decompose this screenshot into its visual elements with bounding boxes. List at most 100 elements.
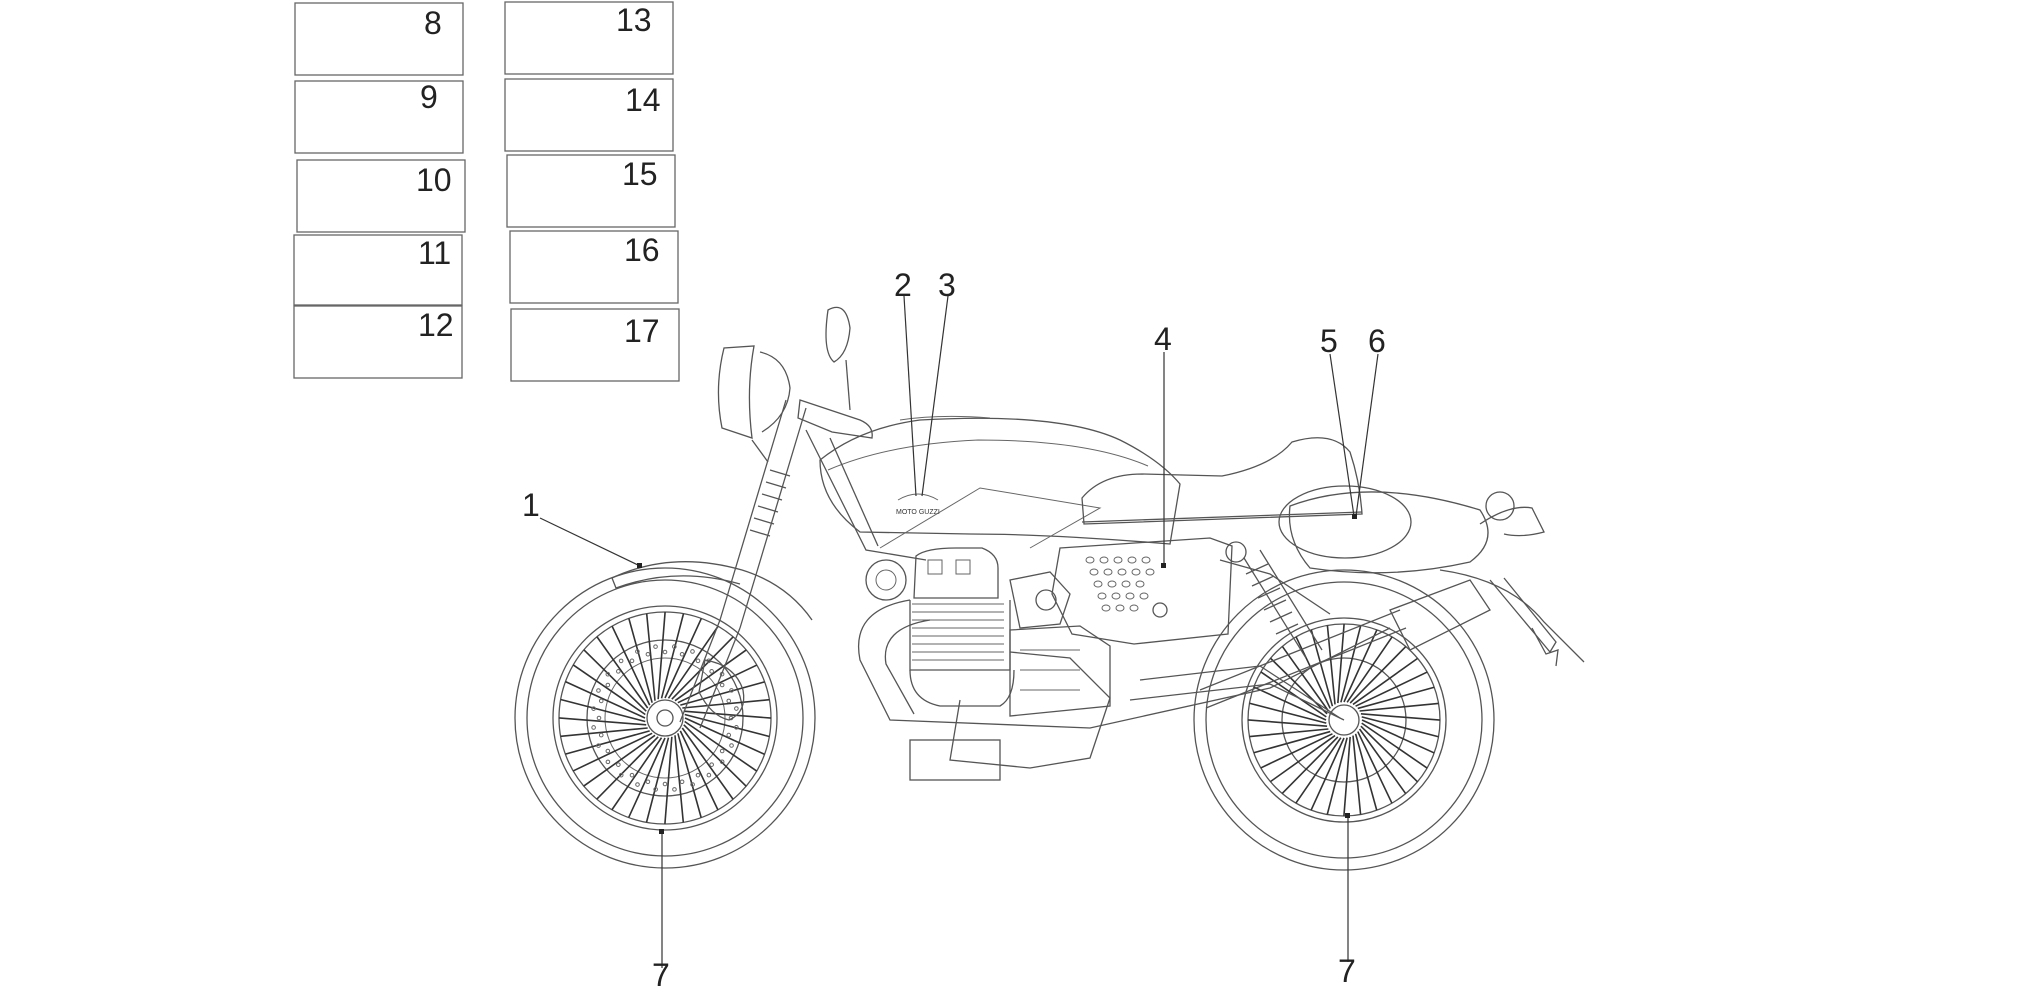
brake-disc-hole [591,725,596,730]
callout-2: 2 [894,267,912,303]
headlight [717,345,791,463]
label-box-17: 17 [510,308,680,382]
wheel-spoke [671,636,734,700]
label-box-number: 17 [624,313,660,349]
callout-7-rear: 7 [1338,953,1356,988]
label-box-grid: 8 9 10 11 12 13 14 15 [293,1,680,382]
wheel-spoke [1346,636,1393,703]
wheel-spoke [660,613,685,699]
wheel-spoke [1357,686,1435,710]
wheel-spoke [583,734,656,787]
wheel-spoke [679,730,719,811]
leader-5 [1329,353,1355,517]
wheel-spoke [1352,657,1419,706]
wheel-spoke [572,732,653,772]
label-box-16: 16 [509,230,679,304]
wheel-spoke [628,618,653,703]
side-panel-vent [1093,580,1103,588]
side-panel-vent [1099,556,1109,564]
wheel-spoke [611,625,651,706]
wheel-spoke [645,613,656,701]
brake-disc-hole [596,715,602,721]
brake-disc-hole [695,658,701,664]
wheel-spoke [1358,728,1407,795]
label-box-number: 10 [416,162,452,198]
brake-disc-hole [709,669,714,674]
brake-disc-hole [598,698,604,704]
label-box-13: 13 [504,1,674,75]
brake-disc-hole [645,779,651,785]
wheel-spoke [1357,731,1393,804]
leader-2 [903,295,917,497]
brake-disc-hole [672,787,677,792]
side-panel-vent [1125,592,1135,600]
brake-disc-hole [690,782,695,787]
front-fork [679,399,807,729]
label-box-number: 12 [418,307,454,343]
callout-7-front: 7 [652,957,670,988]
side-panel-vent [1127,556,1137,564]
callout-3: 3 [938,267,956,303]
brake-disc-hole [690,649,695,654]
side-panel-vent [1089,568,1099,576]
label-box-15: 15 [506,154,676,228]
brake-disc-hole [605,759,611,765]
wheel-spoke [1326,737,1348,815]
wheel-spoke [583,649,647,712]
label-box-9: 9 [294,79,464,154]
wheel-spoke [1247,719,1328,727]
label-box-number: 9 [420,79,438,115]
side-panel-vent [1101,604,1111,612]
side-panel-vent [1145,568,1155,576]
side-panel-vent [1113,556,1123,564]
muffler [1389,579,1491,651]
brake-disc-hole [591,706,596,711]
brake-disc-hole [719,682,725,688]
wheel-spoke [1249,728,1329,738]
wheel-spoke [565,680,646,719]
wheel-spoke [1295,737,1342,804]
side-panel-vent [1141,556,1151,564]
label-box-10: 10 [296,159,466,233]
label-box-number: 14 [625,82,661,118]
wheel-spoke [1361,722,1428,769]
brake-disc-hole [734,706,739,711]
brake-disc-hole [719,748,725,754]
brake-disc-hole [605,671,611,677]
engine [865,547,1111,781]
brake-disc-hole [729,688,734,693]
wheel-spoke [645,737,670,823]
wheel-spoke [596,736,659,800]
wheel-spoke [1253,686,1327,721]
brake-disc-hole [726,698,732,704]
brake-disc-hole [706,772,712,778]
wheel-spoke [1310,629,1334,707]
side-panel-vent [1135,580,1145,588]
label-box-number: 15 [622,156,658,192]
wheel-spoke [1281,736,1339,795]
wheel-spoke [682,698,770,709]
tank-logo-text: MOTO GUZZI [896,509,940,516]
brake-disc-hole [618,772,624,778]
wheel-spoke [674,735,685,823]
wheel-spoke [1310,737,1345,811]
side-panel-vent [1085,556,1095,564]
mirror [825,306,851,411]
brake-disc-hole [618,658,624,664]
wheel-spoke [1360,725,1419,783]
wheel-spoke [1340,625,1362,703]
side-panel-vent [1117,568,1127,576]
side-panel-vent [1103,568,1113,576]
wheel-spoke [596,636,649,709]
brake-disc-hole [662,649,668,655]
wheel-spoke [684,717,765,756]
fuel-tank: MOTO GUZZI [819,415,1181,549]
brake-disc-hole [635,782,640,787]
wheel-spoke [677,733,702,818]
brake-disc-hole [629,772,635,778]
brake-disc-hole [672,644,677,649]
front-fender [611,561,813,621]
rear-shock [1225,541,1323,659]
frame [805,429,1345,721]
